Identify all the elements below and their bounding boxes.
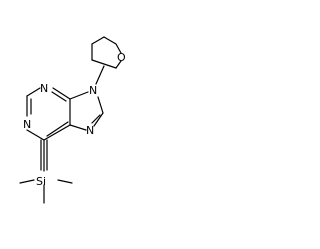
molecule-drawing: O N N N N Si [19,36,126,204]
bond-c2-n9 [95,65,105,85]
alkyne-triple-bond [40,139,48,172]
bond-c8-n7 [93,112,104,127]
atom-label-silicon: Si [36,175,46,188]
trimethylsilyl-group [19,179,73,204]
bond-n1-c6 [26,129,45,141]
bond-pyran-c6-c5 [103,36,117,45]
tetrahydropyran-ring [91,36,122,69]
bond-pyran-o-c6 [115,43,122,54]
atom-label-n1: N [23,118,31,131]
bond-n3-c2 [26,87,41,97]
molecule-canvas: O N N N N Si [19,36,126,204]
bond-si-methyl-left [19,179,35,184]
pyrimidine-ring [26,87,71,141]
bond-c4-n9 [69,91,89,100]
bond-n9-c8 [97,96,104,114]
bond-c6-c5-double [46,121,69,137]
bond-c4-n3 [52,87,71,100]
bond-pyran-c5-c4 [91,36,105,45]
bond-n7-c5 [69,124,87,131]
atom-label-n3: N [40,82,48,95]
bond-c4-n3-double [51,91,67,102]
bond-si-methyl-right [57,179,73,184]
bond-c6-c5 [43,124,71,141]
atom-label-n7: N [86,124,94,137]
bond-pyran-c2-o [115,60,122,69]
atom-label-n9: N [89,84,97,97]
imidazole-ring [69,91,104,131]
bond-c8-n7-double [91,114,101,124]
atom-label-pyran-oxygen: O [117,51,126,64]
bond-pyran-c3-c2 [91,59,117,69]
